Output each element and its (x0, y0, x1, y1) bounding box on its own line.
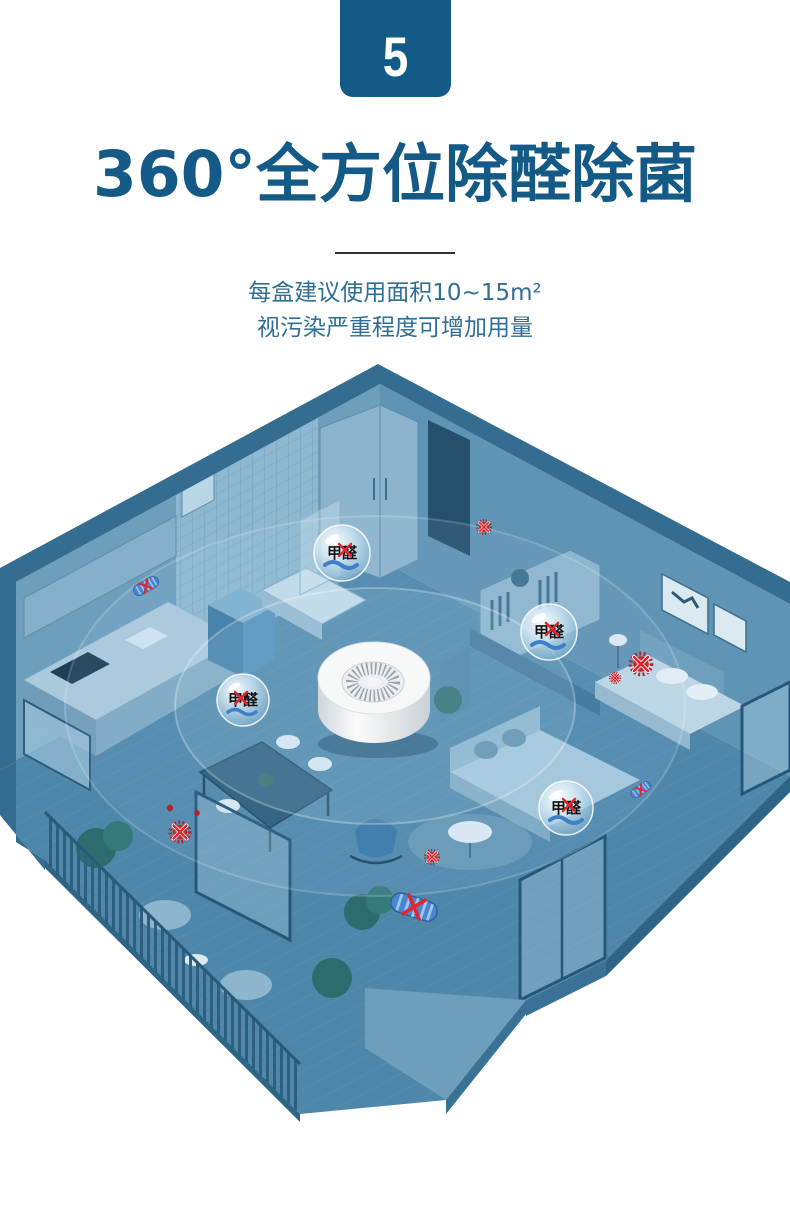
step-number: 5 (382, 25, 409, 88)
bathtub-side (262, 590, 322, 640)
germ-dot (194, 810, 200, 816)
dining-chair (276, 735, 300, 749)
formaldehyde-bubble-icon: 甲醛 (313, 524, 371, 582)
bubble-highlight (531, 612, 547, 624)
balcony-chair (220, 970, 272, 1000)
fridge-top (208, 588, 275, 623)
fridge-front (243, 606, 275, 677)
balcony-plant (312, 958, 352, 998)
picture-art (671, 590, 700, 609)
bacteria-icon (226, 707, 258, 717)
table-vase (259, 773, 273, 787)
counter-top (24, 602, 240, 720)
air-purifier-icon (317, 641, 438, 758)
usage-area-note: 每盒建议使用面积10~15m² (248, 280, 542, 306)
sofa-front (450, 772, 550, 842)
counter-front (96, 640, 240, 756)
formaldehyde-bubble-icon: 甲醛 (538, 780, 594, 836)
cross-mark-icon (337, 542, 353, 558)
stove (50, 652, 110, 684)
bubble-highlight (324, 533, 340, 545)
bacteria-icon (323, 560, 359, 570)
usage-dosage-note: 视污染严重程度可增加用量 (257, 315, 533, 341)
dining-glass-partition (194, 789, 292, 943)
front-wall-block (365, 988, 526, 1100)
apartment-illustration: 甲醛 甲醛 甲醛 甲醛 (0, 364, 790, 1122)
sofa-back (450, 706, 540, 772)
coffee-table (448, 821, 492, 843)
bubble-highlight (548, 789, 564, 801)
rocking-chair (355, 819, 397, 857)
sofa-cushion (502, 729, 526, 747)
page-title: 360°全方位除醛除菌 (92, 138, 697, 211)
dining-table-legs (202, 774, 330, 852)
balcony-top-rail (43, 810, 302, 1066)
cross-mark-icon (233, 690, 249, 706)
wall-top-rim (0, 364, 790, 770)
base-edge-right (606, 776, 790, 976)
dining-chair (308, 757, 332, 771)
upper-cabinets (23, 515, 177, 639)
balcony-railing (45, 812, 300, 1114)
floor-plant (366, 886, 394, 914)
doorway (428, 420, 470, 556)
front-wall-block-face (446, 1000, 526, 1114)
sink (125, 627, 168, 649)
balcony-plant (103, 821, 133, 851)
bed (595, 656, 745, 734)
bubble-highlight (227, 682, 241, 692)
wall-plant (434, 686, 462, 714)
virus-icon (475, 518, 493, 536)
pillow (656, 668, 688, 684)
shelf-books (490, 572, 558, 630)
bedroom-window (740, 680, 790, 797)
nightstand-lamp (609, 634, 627, 646)
virus-icon (423, 848, 441, 866)
virus-icon (608, 671, 622, 685)
cross-mark-icon (561, 797, 577, 813)
sofa-cushion (474, 741, 498, 759)
formaldehyde-bubble-icon: 甲醛 (520, 603, 578, 661)
bed-side (595, 682, 690, 750)
germ-dot (166, 804, 174, 812)
base-edge-left-corner (0, 762, 45, 870)
cross-mark-icon (544, 621, 560, 637)
bacteria-icon (530, 640, 566, 650)
pillow (686, 684, 718, 700)
title-divider (335, 252, 455, 254)
virus-icon (631, 654, 652, 675)
kitchen-window (23, 698, 91, 792)
bacteria-icon (548, 815, 584, 825)
formaldehyde-bubble-icon: 甲醛 (216, 673, 270, 727)
base-edge-left (45, 860, 300, 1122)
device-vent-slats (346, 662, 400, 702)
picture-frame (713, 602, 747, 654)
picture-frame (661, 572, 709, 636)
rocking-chair-base (349, 854, 403, 865)
device-vent-cap (365, 677, 381, 687)
dining-chair (216, 799, 240, 813)
base-edge-front (526, 960, 606, 1016)
bedroom-partition (470, 628, 600, 716)
fridge-side (208, 605, 243, 677)
desk-chair (511, 569, 529, 587)
virus-icon (168, 820, 192, 844)
step-badge: 5 (340, 0, 451, 97)
